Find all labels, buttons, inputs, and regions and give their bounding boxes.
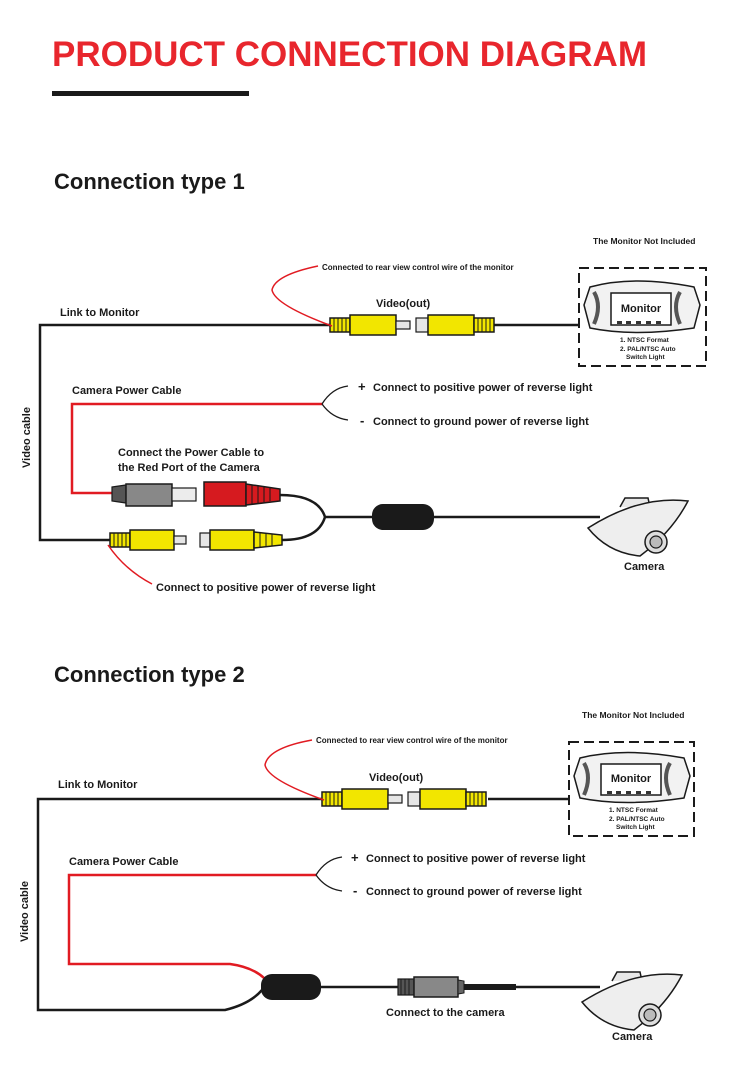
monitor-label: Monitor [611,773,652,785]
plus-sign: + [358,379,366,394]
type2-camera-icon [580,971,684,1031]
type1-camera-icon [586,497,690,557]
minus-sign: - [353,883,357,898]
monitor-note-light: Switch Light [626,354,665,361]
ground-label: Connect to ground power of reverse light [366,886,582,898]
monitor-screen [600,763,662,796]
type1-power-connectors [111,481,281,507]
monitor-dashed-frame [568,741,695,837]
camera-label: Camera [612,1031,653,1043]
power-red-port-line1: Connect the Power Cable to [118,447,264,459]
type1-heading: Connection type 1 [54,169,245,194]
type1-power-cable [70,402,322,495]
positive-label: Connect to positive power of reverse lig… [373,382,593,394]
type2-video-rca-pair [321,788,487,810]
plus-sign: + [351,850,359,865]
monitor-control-wire [264,739,325,801]
positive-label: Connect to positive power of reverse lig… [366,853,586,865]
connected-monitor-label: Connected to rear view control wire of t… [316,736,508,745]
bottom-positive-label: Connect to positive power of reverse lig… [156,582,376,594]
video-out-label: Video(out) [369,772,424,784]
camera-power-cable-label: Camera Power Cable [72,385,181,397]
type1-video-rca-pair [329,314,495,336]
connection-type-1: Connection type 1 The Monitor Not Includ… [21,169,707,594]
monitor-dashed-frame [578,267,707,367]
type2-camera-connector [397,976,516,998]
monitor-control-wire [271,265,333,327]
connected-monitor-label: Connected to rear view control wire of t… [322,263,514,272]
monitor-screen [610,292,672,326]
link-to-monitor-label: Link to Monitor [58,779,138,791]
camera-power-cable-label: Camera Power Cable [69,856,178,868]
monitor-note-auto: 2. PAL/NTSC Auto [609,816,665,823]
monitor-not-included-label: The Monitor Not Included [593,236,695,246]
video-out-label: Video(out) [376,298,431,310]
type1-lower-rca-pair [109,529,283,551]
ground-label: Connect to ground power of reverse light [373,416,589,428]
monitor-label: Monitor [621,303,662,315]
type2-power-cable [67,873,316,979]
type2-inline-module [261,974,321,1000]
page-title: PRODUCT CONNECTION DIAGRAM [52,35,647,74]
type2-heading: Connection type 2 [54,662,245,687]
link-to-monitor-label: Link to Monitor [60,307,140,319]
monitor-note-light: Switch Light [616,824,655,831]
monitor-not-included-label: The Monitor Not Included [582,710,684,720]
type1-video-cable [38,323,330,542]
connect-to-camera-label: Connect to the camera [386,1007,505,1019]
power-red-port-line2: the Red Port of the Camera [118,462,261,474]
type2-monitor: The Monitor Not Included Monitor 1. NTSC… [568,710,695,837]
minus-sign: - [360,413,364,428]
type1-inline-module [372,504,434,530]
video-cable-label: Video cable [21,407,33,468]
camera-label: Camera [624,561,665,573]
monitor-note-ntsc: 1. NTSC Format [620,337,670,344]
connection-type-2: Connection type 2 The Monitor Not Includ… [19,662,695,1043]
monitor-note-auto: 2. PAL/NTSC Auto [620,346,676,353]
type1-monitor: The Monitor Not Included Monitor 1. NTSC… [578,236,707,367]
title-underline [52,91,249,96]
type2-video-cable [36,797,322,1012]
video-cable-label: Video cable [19,881,31,942]
monitor-note-ntsc: 1. NTSC Format [609,807,659,814]
